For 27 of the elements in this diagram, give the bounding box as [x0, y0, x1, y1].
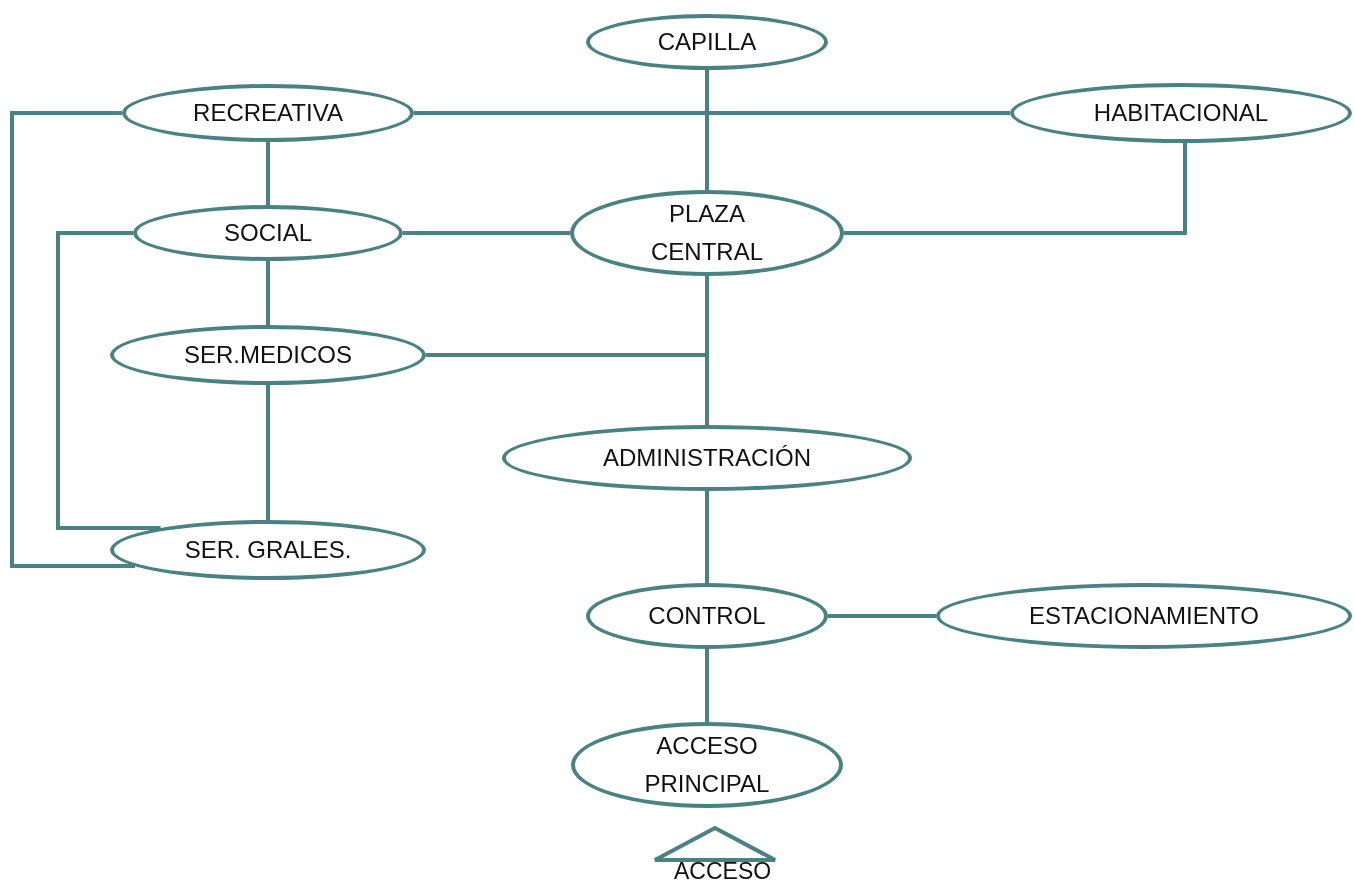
zone-ellipse: PLAZA CENTRAL	[570, 190, 844, 276]
zone-ellipse: ADMINISTRACIÓN	[502, 425, 912, 491]
zone-ellipse: CONTROL	[586, 583, 828, 649]
connector-line	[426, 353, 707, 357]
connector-line	[705, 355, 709, 425]
zone-ellipse: SOCIAL	[133, 205, 403, 261]
zone-ellipse: ACCESO PRINCIPAL	[571, 722, 843, 808]
connector-line	[828, 614, 936, 618]
connector-line	[266, 142, 270, 205]
connector-line	[266, 385, 270, 520]
connector-line	[266, 261, 270, 325]
connector-line	[705, 276, 709, 355]
zone-ellipse: CAPILLA	[586, 14, 828, 70]
zone-ellipse: SER. GRALES.	[110, 520, 426, 580]
connector-line	[403, 231, 570, 235]
connector-line	[705, 649, 709, 722]
connector-line	[10, 111, 137, 568]
connector-line	[414, 111, 1010, 115]
zone-ellipse: RECREATIVA	[122, 84, 414, 142]
zone-ellipse: ESTACIONAMIENTO	[936, 583, 1352, 649]
access-label: ACCESO	[674, 858, 772, 885]
zone-ellipse: SER.MEDICOS	[110, 325, 426, 385]
zone-ellipse: HABITACIONAL	[1010, 83, 1352, 143]
connector-line	[56, 231, 161, 530]
connector-line	[705, 491, 709, 583]
connector-line	[844, 143, 1187, 235]
connector-line	[705, 70, 709, 190]
